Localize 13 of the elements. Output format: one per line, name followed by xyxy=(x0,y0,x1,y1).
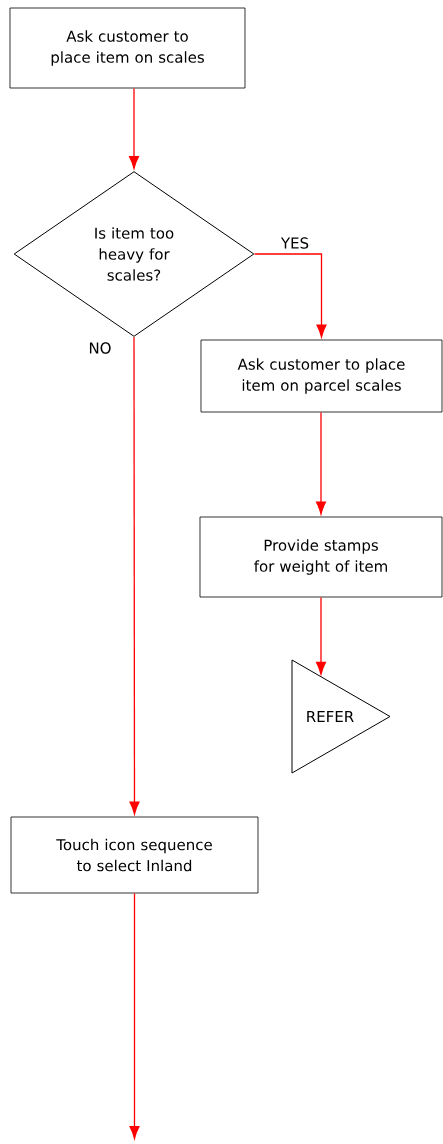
connector-triangle: REFER xyxy=(291,659,391,774)
process-box: Provide stamps for weight of item xyxy=(199,516,443,598)
arrow xyxy=(129,336,140,815)
edge-label: NO xyxy=(87,341,113,355)
arrow xyxy=(315,596,327,675)
process-box: Ask customer to place item on parcel scales xyxy=(200,339,443,413)
process-box: Touch icon sequence to select Inland xyxy=(10,816,259,894)
arrow xyxy=(315,411,327,515)
process-box: Ask customer to place item on scales xyxy=(9,7,246,89)
arrow xyxy=(128,87,140,169)
edge-label: YES xyxy=(279,236,311,250)
arrow xyxy=(129,892,140,1139)
arrow xyxy=(253,253,327,338)
